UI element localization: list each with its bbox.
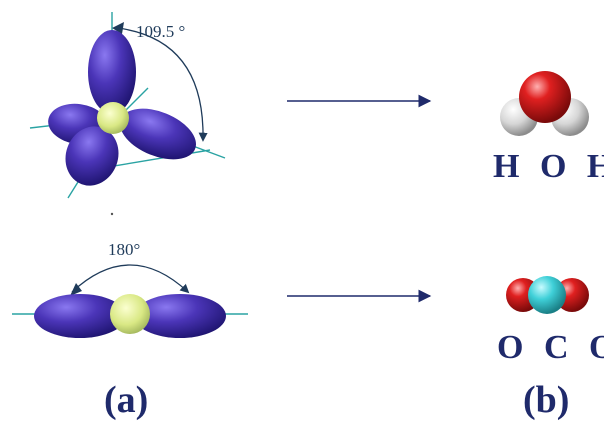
water-label: H O H — [493, 148, 604, 185]
co2-label: O C O — [497, 329, 604, 366]
sp-nucleus — [110, 294, 150, 334]
oxygen-atom — [519, 71, 571, 123]
sp3-angle-arc — [117, 27, 208, 142]
carbon-atom — [528, 276, 566, 314]
panel-label-a: (a) — [104, 379, 149, 421]
sp3-angle-label: 109.5 ° — [136, 22, 186, 41]
sp3-orbital-diagram — [29, 12, 226, 216]
sp-orbital-diagram — [12, 264, 248, 338]
sp-lobe-left — [34, 294, 126, 338]
sp3-lobe-top — [88, 30, 136, 114]
sp3-arc-start-arrow — [112, 22, 124, 34]
sp3-axis-lines — [29, 12, 226, 199]
sp3-lobes — [48, 30, 196, 186]
sp3-lobe-right — [120, 108, 196, 160]
sp-angle-label: 180° — [108, 240, 141, 259]
sp-arc-start-arrow — [70, 283, 82, 296]
small-dot — [110, 212, 114, 216]
sp-lobe-right — [134, 294, 226, 338]
sp-angle-arc — [71, 264, 190, 294]
water-molecule — [500, 71, 589, 136]
panel-label-b: (b) — [523, 379, 570, 421]
sp3-lobe-bottom — [65, 126, 119, 186]
sp3-nucleus — [97, 102, 129, 134]
co2-molecule — [506, 276, 589, 314]
